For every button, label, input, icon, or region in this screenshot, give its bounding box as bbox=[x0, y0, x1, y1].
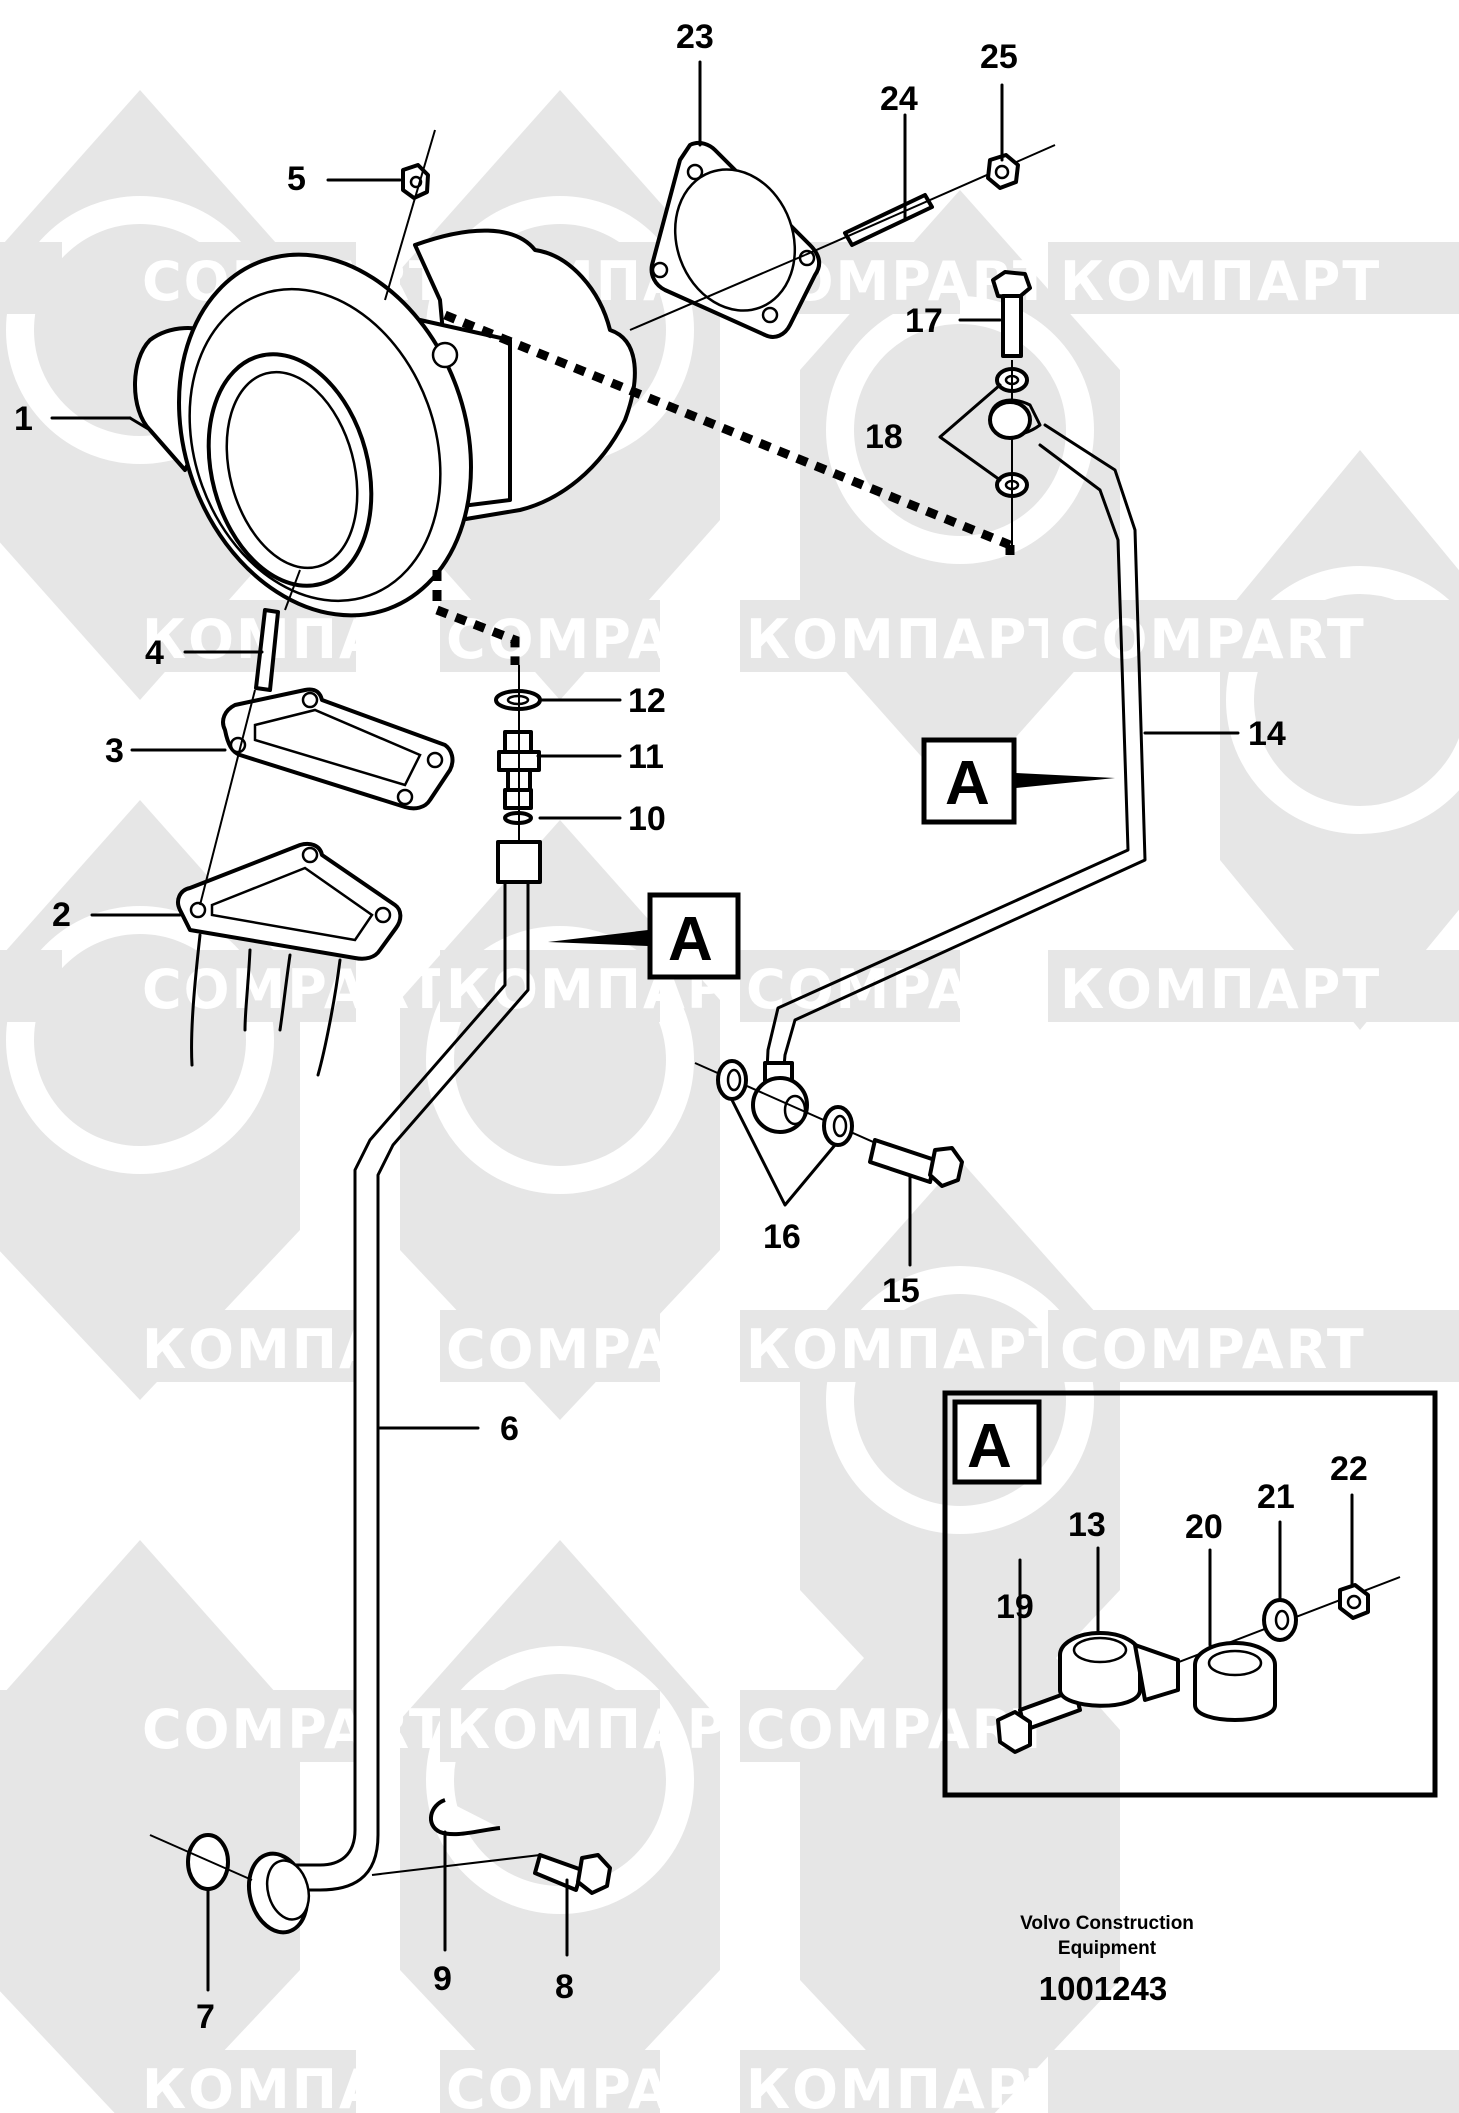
svg-text:КОМПАРТ: КОМПАРТ bbox=[1060, 958, 1381, 1021]
oil-feed-pipe-14[interactable] bbox=[764, 398, 1147, 1092]
publisher-line-2: Equipment bbox=[1058, 1938, 1157, 1959]
banjo-fitting-lower[interactable] bbox=[751, 1061, 809, 1134]
clamp-axis-line bbox=[371, 1854, 541, 1876]
svg-text:КОМПАРТ: КОМПАРТ bbox=[142, 608, 463, 671]
stud-4-axis-line bbox=[284, 569, 301, 611]
publisher-line-1: Volvo Construction bbox=[1020, 1913, 1194, 1934]
detail-ref-a-upper[interactable]: A bbox=[921, 737, 1115, 825]
callout-23[interactable]: 23 bbox=[676, 18, 714, 56]
callout-25[interactable]: 25 bbox=[980, 38, 1018, 76]
callout-22[interactable]: 22 bbox=[1330, 1450, 1368, 1488]
callout-16[interactable]: 16 bbox=[763, 1218, 801, 1256]
oil-return-pipe-6[interactable] bbox=[288, 840, 542, 1892]
svg-text:КОМПАРТ: КОМПАРТ bbox=[446, 1698, 767, 1761]
clamp-13[interactable] bbox=[1058, 1631, 1180, 1708]
flange-screw-8[interactable] bbox=[533, 1853, 612, 1895]
callout-24[interactable]: 24 bbox=[880, 80, 918, 118]
nut-22[interactable] bbox=[1338, 1583, 1370, 1620]
svg-text:КОМПАРТ: КОМПАРТ bbox=[746, 2058, 1067, 2113]
clamp-9[interactable] bbox=[429, 1798, 501, 1837]
svg-text:COMPART: COMPART bbox=[446, 2058, 752, 2113]
washer-16-left[interactable] bbox=[716, 1059, 748, 1101]
svg-text:КОМПАРТ: КОМПАРТ bbox=[142, 1318, 463, 1381]
callout-11[interactable]: 11 bbox=[628, 738, 664, 776]
oil-feed-path-dashed bbox=[443, 310, 1012, 550]
callout-20[interactable]: 20 bbox=[1185, 1508, 1223, 1546]
screw-15[interactable] bbox=[868, 1138, 964, 1188]
assembly-axis-line bbox=[629, 254, 806, 331]
gasket-3[interactable] bbox=[221, 687, 455, 811]
callout-19[interactable]: 19 bbox=[996, 1588, 1034, 1626]
svg-text:COMPART: COMPART bbox=[1060, 1318, 1366, 1381]
callout-15[interactable]: 15 bbox=[882, 1272, 920, 1310]
callout-labels: 1 2 3 4 5 6 7 8 9 10 11 12 13 14 15 16 1… bbox=[14, 18, 1368, 2036]
svg-text:A: A bbox=[945, 749, 990, 818]
rubber-bushing-20[interactable] bbox=[1193, 1641, 1277, 1722]
svg-text:COMPART: COMPART bbox=[746, 958, 1052, 1021]
callout-6[interactable]: 6 bbox=[500, 1410, 519, 1448]
svg-text:COMPART: COMPART bbox=[142, 1698, 448, 1761]
callout-7[interactable]: 7 bbox=[196, 1998, 215, 2036]
svg-text:COMPART: COMPART bbox=[1060, 608, 1366, 671]
callout-3[interactable]: 3 bbox=[105, 732, 124, 770]
callout-21[interactable]: 21 bbox=[1257, 1478, 1295, 1516]
svg-text:КОМПАРТ: КОМПАРТ bbox=[1060, 250, 1381, 313]
washer-16-right[interactable] bbox=[822, 1105, 854, 1147]
detail-a-inset: A bbox=[942, 1390, 1438, 1798]
callout-1[interactable]: 1 bbox=[14, 400, 33, 438]
callout-8[interactable]: 8 bbox=[555, 1968, 574, 2006]
stud-24[interactable] bbox=[843, 193, 934, 247]
svg-text:COMPART: COMPART bbox=[142, 958, 448, 1021]
svg-text:КОМПАРТ: КОМПАРТ bbox=[746, 608, 1067, 671]
callout-17[interactable]: 17 bbox=[905, 302, 943, 340]
callout-9[interactable]: 9 bbox=[433, 1960, 452, 1998]
watermark-row: COMPART КОМПАРТ COMPART КОМПАРТ bbox=[0, 950, 1459, 1022]
watermark-row: КОМПАРТ COMPART КОМПАРТ bbox=[136, 2050, 1459, 2113]
washer-21[interactable] bbox=[1262, 1598, 1298, 1642]
nut-5-axis-line bbox=[384, 129, 436, 301]
svg-text:A: A bbox=[668, 905, 713, 974]
banjo-screw-17[interactable] bbox=[991, 270, 1032, 358]
leader-lines bbox=[50, 60, 1354, 1992]
watermark-row: КОМПАРТ COMPART КОМПАРТ COMPART bbox=[136, 1310, 1459, 1382]
oil-return-path-dashed bbox=[432, 570, 520, 665]
svg-text:КОМПАРТ: КОМПАРТ bbox=[746, 1318, 1067, 1381]
gasket-23[interactable] bbox=[649, 140, 822, 339]
o-ring-7[interactable] bbox=[186, 1833, 230, 1891]
turbocharger[interactable] bbox=[130, 213, 637, 656]
callout-14[interactable]: 14 bbox=[1248, 715, 1286, 753]
drawing-footer: Volvo Construction Equipment 1001243 bbox=[1020, 1913, 1194, 2007]
svg-text:КОМПАРТ: КОМПАРТ bbox=[142, 2058, 463, 2113]
callout-5[interactable]: 5 bbox=[287, 160, 306, 198]
detail-ref-a-lower[interactable]: A bbox=[548, 892, 741, 980]
callout-12[interactable]: 12 bbox=[628, 682, 666, 720]
callout-2[interactable]: 2 bbox=[52, 896, 71, 934]
svg-text:COMPART: COMPART bbox=[446, 1318, 752, 1381]
svg-text:COMPART: COMPART bbox=[446, 608, 752, 671]
watermark-layer: COMPART КОМПАРТ COMPART КОМПАРТ КОМПАРТ … bbox=[0, 90, 1459, 2113]
callout-13[interactable]: 13 bbox=[1068, 1506, 1106, 1544]
exhaust-flange-2[interactable] bbox=[176, 841, 403, 1077]
o-ring-7-axis-line bbox=[149, 1834, 253, 1881]
callout-10[interactable]: 10 bbox=[628, 800, 666, 838]
stud-4[interactable] bbox=[254, 608, 280, 692]
nut-25[interactable] bbox=[986, 153, 1020, 190]
callout-18[interactable]: 18 bbox=[865, 418, 903, 456]
grommet-7-seat[interactable] bbox=[241, 1847, 316, 1939]
callout-4[interactable]: 4 bbox=[145, 634, 164, 672]
watermark-row: COMPART КОМПАРТ COMPART bbox=[0, 1690, 1050, 1762]
detail-a-label: A bbox=[967, 1412, 1012, 1481]
drawing-number: 1001243 bbox=[1039, 1970, 1167, 2007]
stud-4-lower-line bbox=[199, 689, 256, 906]
